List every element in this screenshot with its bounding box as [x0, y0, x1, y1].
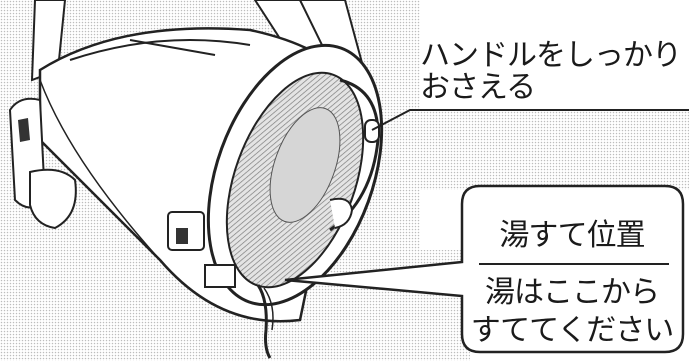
kettle-handle: [329, 78, 380, 232]
handle-instruction-line2: おさえる: [420, 70, 536, 105]
handle-instruction: ハンドルをしっかり おさえる: [420, 40, 689, 104]
water-stream-icon: [256, 284, 274, 359]
hand-icon: [8, 97, 77, 230]
kettle-opening: [206, 43, 384, 307]
pour-callout: 湯すて位置 湯はここから すててください: [461, 186, 683, 350]
pour-callout-line2: すててください: [470, 313, 674, 348]
pour-callout-line1: 湯はここから: [485, 275, 660, 310]
handle-leader-line: [371, 109, 689, 131]
pour-callout-title: 湯すて位置: [499, 218, 645, 253]
pour-callout-body: 湯はここから すててください: [461, 274, 683, 350]
handle-instruction-line1: ハンドルをしっかり: [420, 38, 682, 73]
pour-callout-divider: [479, 263, 669, 265]
kettle-spout: [167, 211, 236, 288]
callout-bubble: [284, 184, 685, 354]
